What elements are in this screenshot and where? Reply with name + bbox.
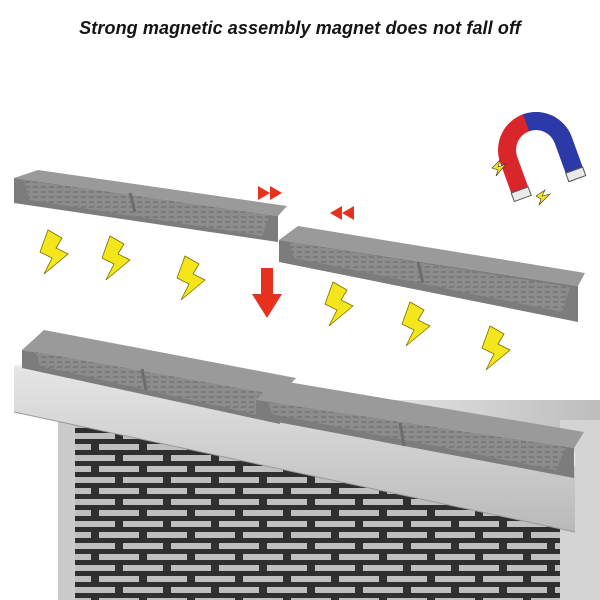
horseshoe-magnet-icon <box>498 112 587 203</box>
magnet-spark-icon <box>491 158 551 206</box>
double-chevron-left-icon <box>330 206 354 220</box>
arrow-down-icon <box>252 268 282 318</box>
tray-mounted-left <box>22 330 296 424</box>
double-chevron-right-icon <box>258 186 282 200</box>
tray-mounted-right <box>256 380 584 478</box>
tray-top-left <box>14 170 287 242</box>
headline: Strong magnetic assembly magnet does not… <box>79 18 521 38</box>
tray-top-right <box>279 226 585 322</box>
lightning-bolt-icon <box>39 229 511 371</box>
